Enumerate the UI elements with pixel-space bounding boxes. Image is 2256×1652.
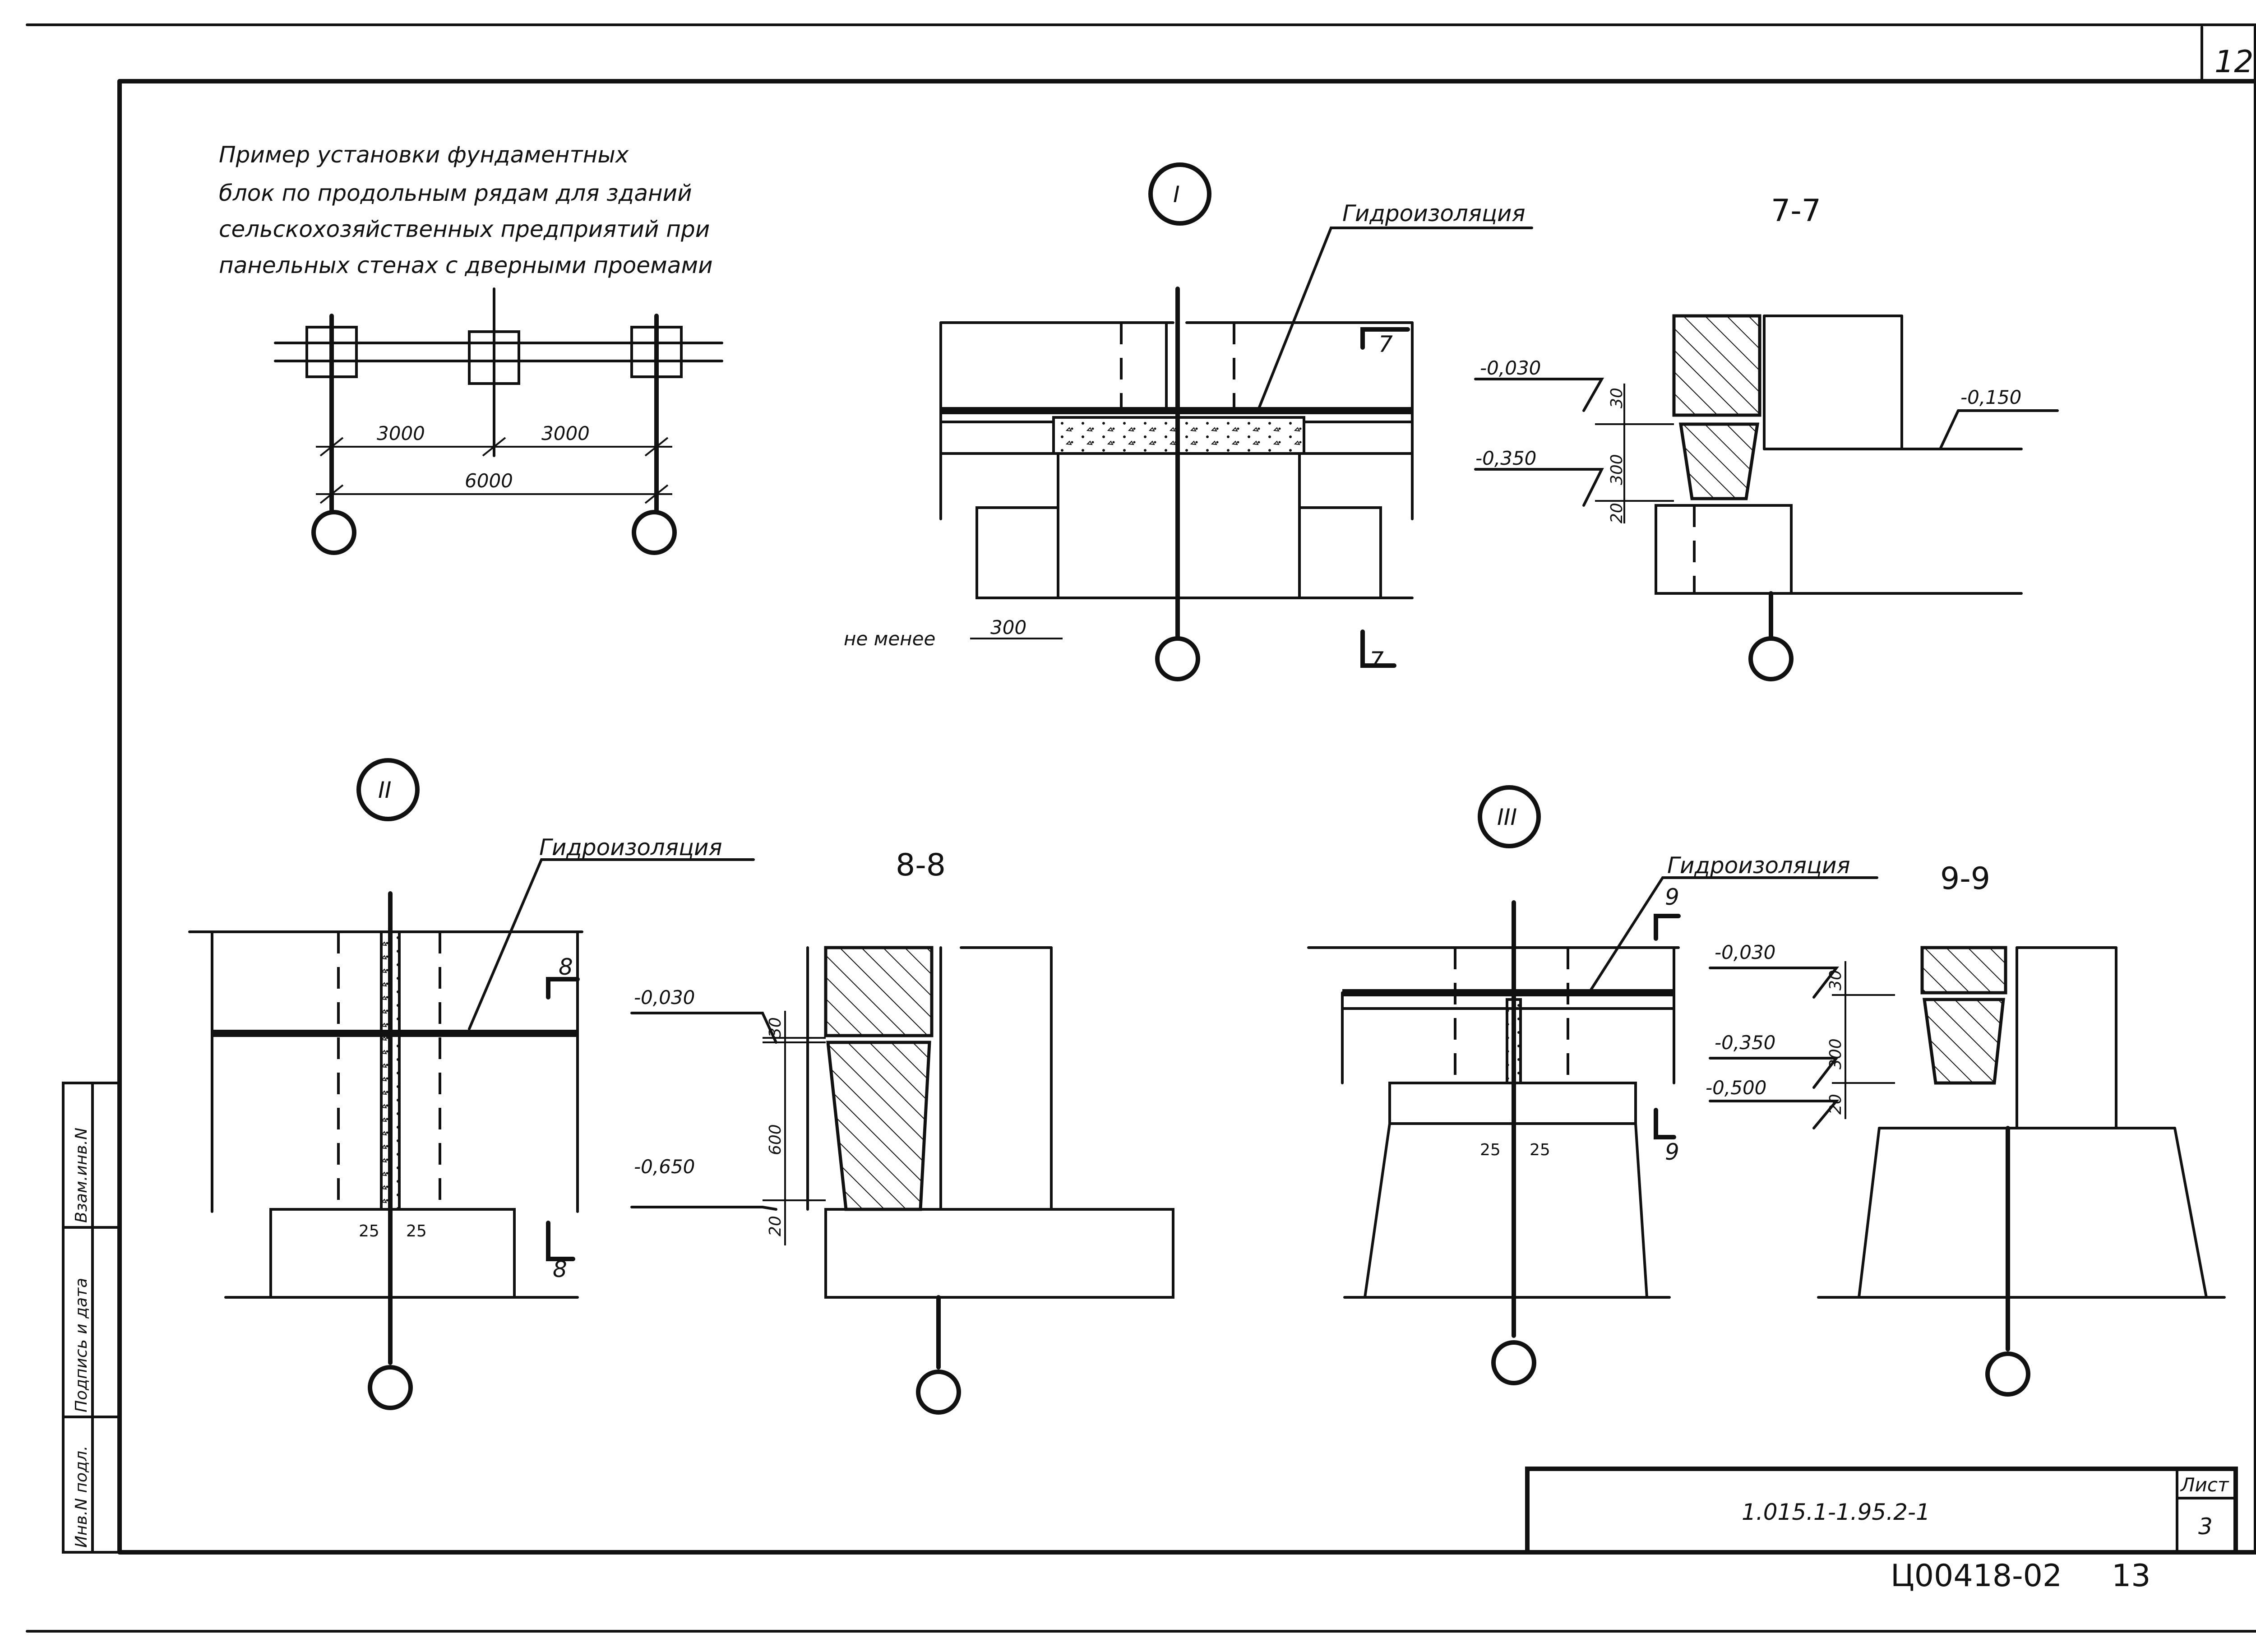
plan-title: Пример установки фундаментных блок по пр… bbox=[219, 142, 713, 278]
page-number: 12 bbox=[2214, 44, 2254, 80]
node-III-drawing bbox=[1307, 785, 1878, 1385]
node-I-min-label: не менее bbox=[844, 628, 935, 650]
node-II-waterproofing-label: Гидроизоляция bbox=[539, 834, 722, 861]
drawing-code: 1.015.1-1.95.2-1 bbox=[1742, 1499, 1930, 1525]
svg-text:Пример установки фундаментных: Пример установки фундаментных bbox=[219, 142, 629, 168]
svg-text:панельных стенах с дверными пр: панельных стенах с дверными проемами bbox=[219, 252, 713, 278]
section-7-dim-2: 300 bbox=[1608, 454, 1626, 485]
plan-dim-total: 6000 bbox=[465, 470, 513, 492]
section-8-dim-2: 600 bbox=[766, 1124, 785, 1155]
section-7-title: 7-7 bbox=[1771, 193, 1821, 229]
plan-dim-left: 3000 bbox=[377, 422, 425, 444]
node-III-gap-2: 25 bbox=[1530, 1141, 1550, 1159]
stamp-sign-label: Подпись и дата bbox=[72, 1278, 91, 1412]
section-9-drawing bbox=[1709, 946, 2226, 1397]
section-9-dim-2: 300 bbox=[1826, 1038, 1845, 1069]
node-III-cut-bottom: 9 bbox=[1665, 1139, 1679, 1165]
node-I-min-dim: 300 bbox=[990, 616, 1026, 639]
section-9-dim-1: 30 bbox=[1826, 970, 1845, 990]
node-II-cut-top: 8 bbox=[559, 954, 573, 980]
stamp-inv-label: Инв.N подл. bbox=[72, 1446, 91, 1548]
section-8-level-bottom: -0,650 bbox=[634, 1156, 695, 1178]
section-9-level-top: -0,030 bbox=[1715, 941, 1775, 963]
node-I-cut-bottom: 7 bbox=[1369, 647, 1384, 673]
node-III-marker: III bbox=[1497, 804, 1517, 830]
section-8-dim-1: 30 bbox=[766, 1017, 785, 1038]
node-III-cut-top: 9 bbox=[1665, 884, 1679, 910]
plan-dim-right: 3000 bbox=[541, 422, 590, 444]
title-block bbox=[1525, 1467, 2238, 1555]
section-9-title: 9-9 bbox=[1940, 861, 1990, 897]
section-7-dim-3: 20 bbox=[1608, 503, 1626, 523]
section-8-title: 8-8 bbox=[896, 847, 946, 883]
section-7-level-right: -0,150 bbox=[1960, 386, 2021, 408]
archive-suffix: 13 bbox=[2112, 1558, 2151, 1594]
sheet-label: Лист bbox=[2180, 1474, 2229, 1496]
plan-view bbox=[274, 287, 723, 555]
node-II-marker: II bbox=[378, 777, 392, 803]
node-III-gap-1: 25 bbox=[1480, 1141, 1501, 1159]
archive-number: Ц00418-02 bbox=[1891, 1558, 2062, 1594]
section-7-drawing bbox=[1474, 314, 2059, 681]
node-I-waterproofing-label: Гидроизоляция bbox=[1342, 200, 1526, 227]
section-8-drawing bbox=[630, 946, 1174, 1415]
node-I-cut-top: 7 bbox=[1378, 331, 1393, 357]
section-8-level-top: -0,030 bbox=[634, 986, 695, 1009]
side-stamp: Инв.N подл. Подпись и дата Взам.инв.N bbox=[62, 1082, 121, 1554]
node-I-drawing bbox=[939, 162, 1533, 681]
node-II-gap-2: 25 bbox=[406, 1222, 427, 1240]
stamp-replace-label: Взам.инв.N bbox=[72, 1128, 91, 1223]
sheet-number: 3 bbox=[2198, 1513, 2213, 1540]
section-7-dim-1: 30 bbox=[1608, 388, 1626, 408]
section-9-level-bottom: -0,500 bbox=[1706, 1077, 1766, 1099]
section-9-dim-3: 20 bbox=[1826, 1094, 1845, 1115]
section-9-level-mid: -0,350 bbox=[1715, 1032, 1775, 1054]
section-8-dim-3: 20 bbox=[766, 1216, 785, 1236]
section-7-level-mid: -0,350 bbox=[1475, 447, 1536, 469]
node-I-marker: I bbox=[1173, 181, 1180, 208]
node-II-gap-1: 25 bbox=[359, 1222, 379, 1240]
svg-text:сельскохозяйственных предприят: сельскохозяйственных предприятий при bbox=[219, 216, 710, 242]
svg-text:блок по продольным рядам для з: блок по продольным рядам для зданий bbox=[219, 180, 692, 206]
node-II-cut-bottom: 8 bbox=[553, 1256, 567, 1282]
node-II-drawing bbox=[188, 758, 755, 1410]
node-III-waterproofing-label: Гидроизоляция bbox=[1667, 852, 1850, 879]
section-7-level-top: -0,030 bbox=[1480, 357, 1541, 379]
